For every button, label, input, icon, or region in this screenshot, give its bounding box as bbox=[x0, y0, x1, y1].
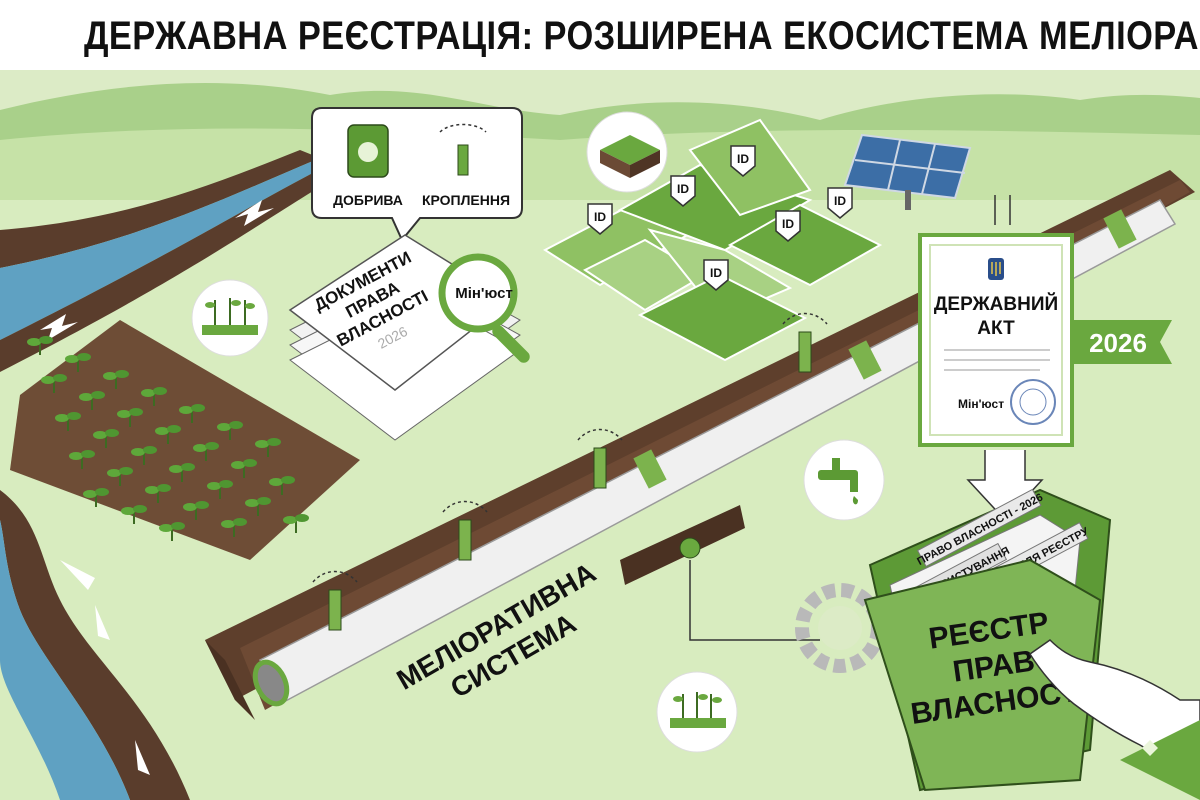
id-pin-label: ID bbox=[834, 194, 846, 208]
sprout-plant bbox=[69, 450, 95, 469]
id-pin-icon: ID bbox=[827, 187, 853, 219]
trident-icon bbox=[988, 258, 1004, 280]
sprout-plant bbox=[131, 446, 157, 465]
document-stack: ДОКУМЕНТИ ПРАВА ВЛАСНОСТІ 2026 Мін'юст bbox=[288, 234, 530, 441]
soil-block-icon bbox=[586, 111, 668, 193]
flow-arrow-icon bbox=[95, 605, 110, 640]
sprout-plant bbox=[221, 518, 247, 537]
tap-icon bbox=[803, 439, 885, 521]
id-pin-label: ID bbox=[710, 266, 722, 280]
sprout-plant bbox=[141, 387, 167, 406]
id-pin-icon: ID bbox=[730, 145, 756, 177]
sprout-plant bbox=[83, 488, 109, 507]
sprout-plant bbox=[193, 442, 219, 461]
hand-icon bbox=[1028, 639, 1200, 800]
magnifier-icon: Мін'юст bbox=[438, 253, 530, 363]
sprout-plant bbox=[283, 514, 309, 533]
sprout-plant bbox=[55, 412, 81, 431]
id-pin-label: ID bbox=[782, 217, 794, 231]
sprout-plant bbox=[103, 370, 129, 389]
sprout-plant bbox=[155, 425, 181, 444]
id-pin-icon: ID bbox=[775, 210, 801, 242]
id-pin-icon: ID bbox=[703, 259, 729, 291]
act-line-2: АКТ bbox=[977, 318, 1015, 339]
sprout-plant bbox=[107, 467, 133, 486]
flow-arrow-icon bbox=[235, 200, 274, 226]
bubble-left-label: ДОБРИВА bbox=[333, 192, 403, 208]
sprout-plant bbox=[231, 459, 257, 478]
registry-folder: ПРАВО ВЛАСНОСТІ - 2026 ВОДОКОРИСТУВАННЯ … bbox=[863, 488, 1112, 792]
flow-arrow-icon bbox=[40, 314, 78, 340]
seal-icon bbox=[1010, 379, 1056, 425]
sprinkler-icon bbox=[577, 428, 623, 489]
speech-bubble: ДОБРИВА КРОПЛЕННЯ bbox=[311, 107, 523, 242]
sprout-plant bbox=[245, 497, 271, 516]
state-act-document: ДЕРЖАВНИЙ АКТ Мін'юст bbox=[918, 195, 1074, 447]
underground-valve bbox=[620, 505, 820, 641]
river-upper bbox=[0, 150, 345, 372]
id-pin-icon: ID bbox=[670, 175, 696, 207]
sprinkler-icon bbox=[439, 123, 487, 176]
arrow-down-icon bbox=[994, 195, 1011, 225]
sprout-plant bbox=[27, 336, 53, 355]
sprout-plant bbox=[79, 391, 105, 410]
sprout-plant bbox=[169, 463, 195, 482]
year-badge: 2026 bbox=[1070, 320, 1172, 364]
sprout-plant bbox=[207, 480, 233, 499]
act-line-1: ДЕРЖАВНИЙ bbox=[934, 293, 1058, 315]
solar-panel-icon bbox=[843, 133, 972, 210]
id-pin-icon: ID bbox=[587, 203, 613, 235]
sprout-plant bbox=[269, 476, 295, 495]
sprout-plant bbox=[159, 522, 185, 541]
sprinkler-icon bbox=[442, 500, 488, 561]
sprout-icon bbox=[656, 671, 738, 753]
id-pin-label: ID bbox=[677, 182, 689, 196]
sprout-plant bbox=[93, 429, 119, 448]
sprinkler-icon bbox=[782, 312, 828, 373]
sprout-plant bbox=[255, 438, 281, 457]
page-title: ДЕРЖАВНА РЕЄСТРАЦІЯ: РОЗШИРЕНА ЕКОСИСТЕМ… bbox=[84, 14, 1200, 58]
id-pin-label: ID bbox=[594, 210, 606, 224]
land-plots: ID ID ID ID ID ID bbox=[543, 118, 883, 362]
year-badge-text: 2026 bbox=[1089, 328, 1147, 358]
act-ministry: Мін'юст bbox=[958, 397, 1004, 411]
crop-field bbox=[10, 320, 360, 560]
id-pin-label: ID bbox=[737, 152, 749, 166]
bubble-right-label: КРОПЛЕННЯ bbox=[422, 192, 510, 208]
sprout-plant bbox=[65, 353, 91, 372]
fertilizer-bag-icon bbox=[347, 124, 389, 178]
sprout-plant bbox=[121, 505, 147, 524]
sprout-plant bbox=[41, 374, 67, 393]
sprout-plant bbox=[179, 404, 205, 423]
sprout-plant bbox=[117, 408, 143, 427]
sprout-plant bbox=[145, 484, 171, 503]
sprout-plant bbox=[183, 501, 209, 520]
flow-arrow-icon bbox=[135, 740, 150, 775]
sprinkler-icon bbox=[312, 570, 358, 631]
magnifier-ministry: Мін'юст bbox=[455, 285, 513, 302]
sprout-plant bbox=[217, 421, 243, 440]
river-lower bbox=[0, 490, 190, 800]
sprout-icon bbox=[191, 279, 269, 357]
flow-arrow-icon bbox=[60, 560, 95, 590]
